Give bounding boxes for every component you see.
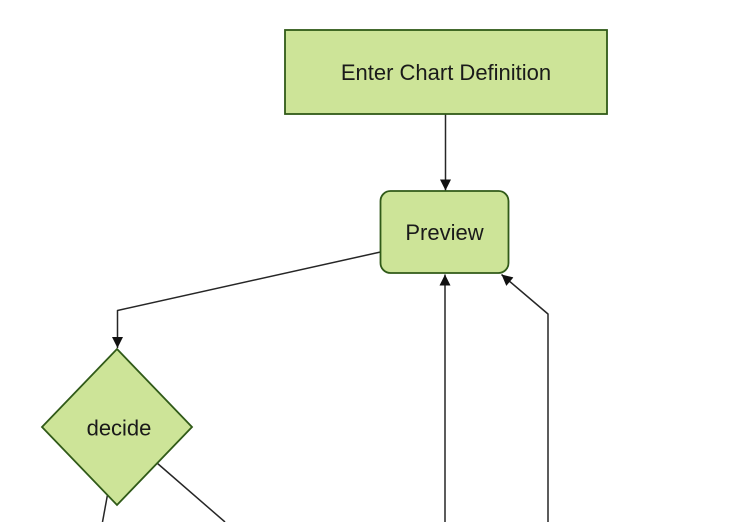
node-preview: Preview bbox=[379, 190, 510, 274]
edge-offscreen-right-to-preview bbox=[501, 273, 549, 522]
node-enter-chart-definition-label: Enter Chart Definition bbox=[341, 60, 551, 85]
edge-group bbox=[101, 114, 549, 522]
node-enter-chart-definition: Enter Chart Definition bbox=[284, 29, 608, 115]
node-preview-shape bbox=[379, 190, 510, 274]
node-decide-label: decide bbox=[87, 416, 152, 441]
node-decide: decide bbox=[40, 347, 194, 507]
node-enter-chart-definition-shape bbox=[284, 29, 608, 115]
edge-preview-to-decide bbox=[112, 251, 381, 348]
edge-decide-to-offscreen-right bbox=[156, 462, 226, 522]
edge-decide-to-offscreen-left bbox=[101, 491, 109, 522]
node-decide-shape bbox=[40, 347, 194, 507]
node-preview-label: Preview bbox=[405, 220, 483, 245]
